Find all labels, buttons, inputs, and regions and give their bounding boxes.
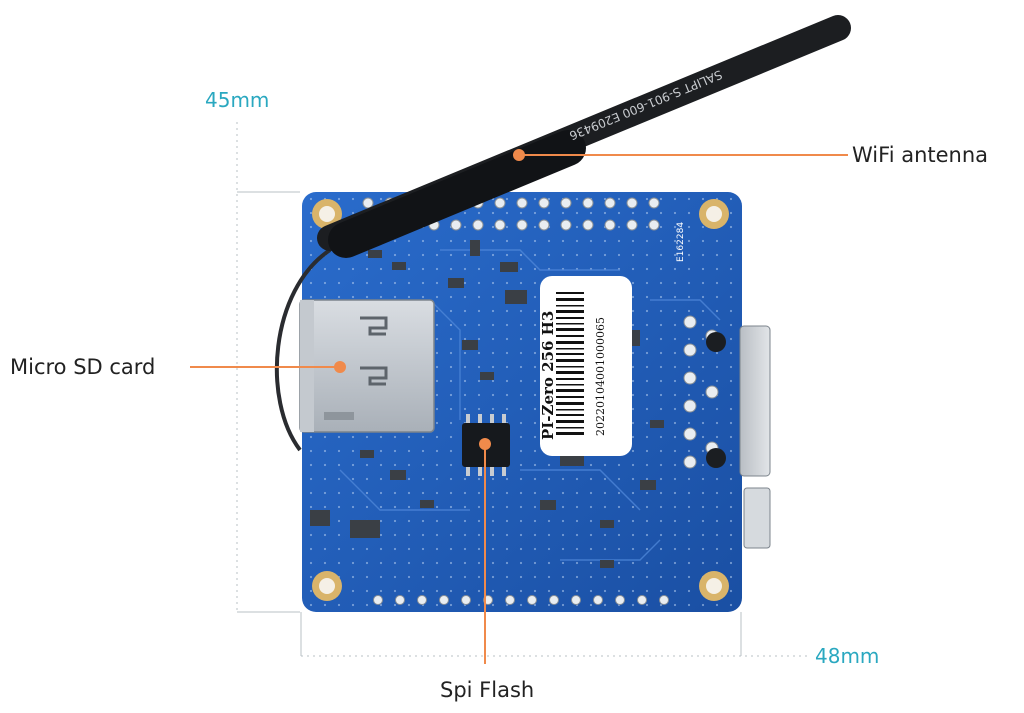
callout-micro-sd-card: Micro SD card — [10, 355, 156, 379]
antenna-cable — [274, 248, 332, 452]
bottom-pads — [373, 595, 669, 605]
pcb-board: PI-Zero 256 H3 20220104001000065 E162284 — [302, 192, 742, 612]
wifi-antenna: SALIPT S-901-600 E209436 — [317, 15, 851, 258]
callout-spi-flash: Spi Flash — [440, 678, 535, 702]
sticker-model-text: PI-Zero 256 H3 — [539, 311, 557, 440]
callout-wifi-antenna: WiFi antenna — [852, 143, 989, 167]
dimension-guides — [236, 122, 808, 657]
barcode-sticker: PI-Zero 256 H3 20220104001000065 — [539, 276, 632, 456]
mounting-holes — [312, 199, 729, 601]
callout-lines — [190, 149, 848, 664]
side-connectors — [706, 325, 771, 549]
sticker-serial-text: 20220104001000065 — [594, 317, 607, 436]
pcb-code-text: E162284 — [676, 222, 686, 262]
width-dimension-label: 48mm — [815, 644, 880, 668]
antenna-print-text: SALIPT S-901-600 E209436 — [567, 67, 724, 142]
height-dimension-label: 45mm — [205, 88, 270, 112]
